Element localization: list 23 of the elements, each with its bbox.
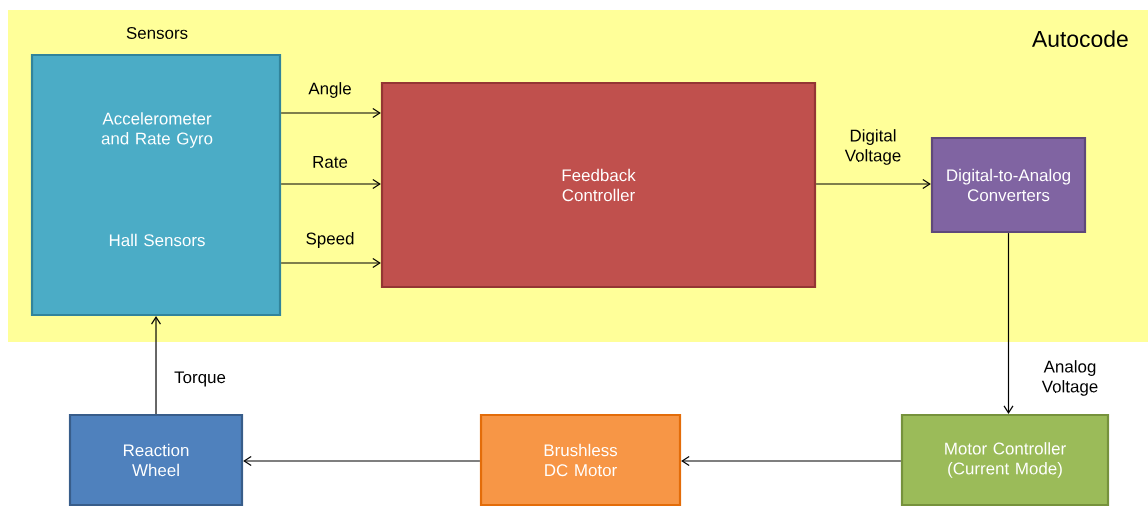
arrow bbox=[280, 257, 381, 269]
controller-box: Feedback Controller bbox=[380, 81, 817, 289]
sensor-box: Accelerometer and Rate Gyro Hall Sensors bbox=[30, 53, 282, 317]
wheel-box: Reaction Wheel bbox=[68, 413, 244, 507]
node-label: Accelerometer and Rate Gyro bbox=[101, 112, 213, 148]
arrow bbox=[150, 316, 162, 415]
arrow bbox=[243, 455, 481, 467]
motor-box: Brushless DC Motor bbox=[479, 413, 682, 507]
box-heading: Sensors bbox=[126, 27, 188, 39]
arrow bbox=[280, 178, 381, 190]
edge-label: Speed bbox=[306, 232, 354, 248]
edge-label: Rate bbox=[313, 156, 348, 168]
arrow bbox=[1003, 232, 1014, 414]
edge-label: Digital Voltage bbox=[844, 129, 901, 165]
node-label: Hall Sensors bbox=[109, 233, 205, 247]
arrow bbox=[280, 107, 381, 119]
controller-box: Motor Controller (Current Mode) bbox=[900, 413, 1110, 507]
arrow bbox=[815, 178, 931, 190]
edge-label: Torque bbox=[174, 371, 226, 387]
converter-box: Digital-to-Analog Converters bbox=[930, 136, 1087, 234]
arrow bbox=[681, 455, 902, 467]
edge-label: Angle bbox=[308, 82, 351, 98]
edge-label: Analog Voltage bbox=[1041, 360, 1098, 396]
